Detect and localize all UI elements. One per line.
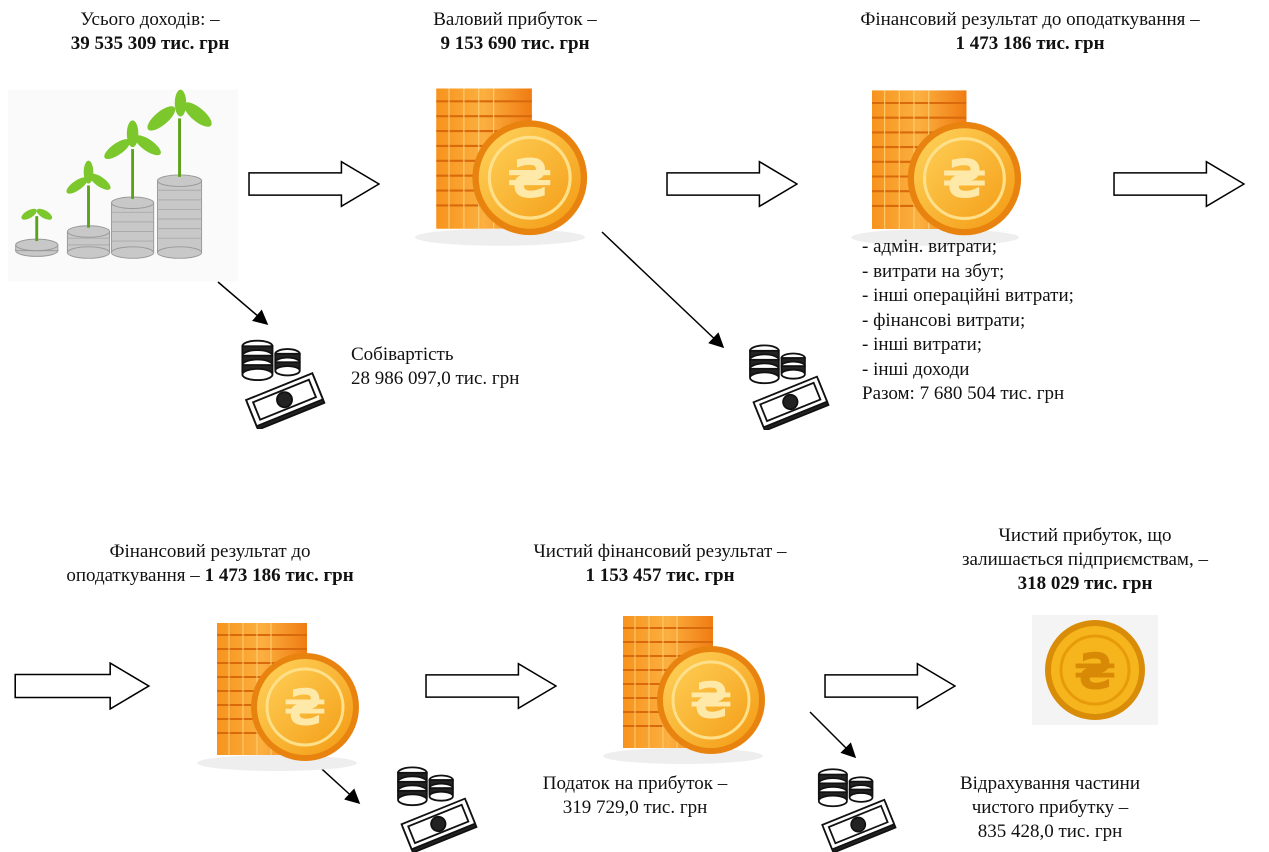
cash-coins-icon xyxy=(738,340,834,430)
income-label: Усього доходів: – 39 535 309 тис. грн xyxy=(70,9,230,54)
cash-coins-icon xyxy=(230,335,330,429)
income-tax-text: Податок на прибуток – 319 729,0 тис. грн xyxy=(542,773,728,818)
deduction-item: - витрати на збут; xyxy=(862,260,1005,282)
deduction-item: - інші доходи xyxy=(862,358,970,380)
cost-text: Собівартість 28 986 097,0 тис. грн xyxy=(351,344,520,389)
deduction-item: - інші витрати; xyxy=(862,334,983,355)
hryvnia-coin-stack-icon xyxy=(182,615,372,775)
deductions-total: Разом: 7 680 504 тис. грн xyxy=(862,383,1065,404)
svg-text:₴: ₴ xyxy=(1074,643,1117,701)
net-result-label: Чистий фінансовий результат – 1 153 457 … xyxy=(533,541,787,586)
deduction-item: - фінансові витрати; xyxy=(862,309,1026,331)
cash-coins-icon xyxy=(384,762,484,852)
flow-arrow xyxy=(824,662,956,710)
hryvnia-coin-icon: ₴ xyxy=(1032,615,1158,725)
deductions-list: - адмін. витрати; - витрати на збут; - і… xyxy=(862,235,1074,407)
cash-coins-icon xyxy=(806,764,902,852)
flow-arrow xyxy=(425,662,557,710)
pretax-result-label: Фінансовий результат до оподаткування – … xyxy=(860,9,1200,54)
pretax-result-label-2: Фінансовий результат до оподаткування – … xyxy=(66,541,354,586)
net-profit-deduction-text: Відрахування частини чистого прибутку – … xyxy=(959,773,1141,842)
deduction-item: - інші операційні витрати; xyxy=(862,285,1074,306)
retained-profit-label: Чистий прибуток, що залишається підприєм… xyxy=(962,525,1208,594)
hryvnia-coin-stack-icon xyxy=(588,608,778,768)
deduction-item: - адмін. витрати; xyxy=(862,236,998,257)
flow-arrow xyxy=(8,662,156,710)
gross-profit-label: Валовий прибуток – 9 153 690 тис. грн xyxy=(433,9,597,54)
